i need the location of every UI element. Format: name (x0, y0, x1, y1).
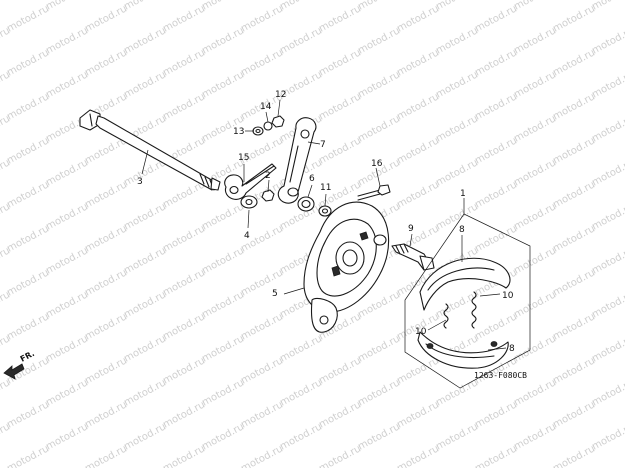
seal-ring (297, 196, 315, 212)
callout-10a: 10 (502, 291, 514, 301)
callout-6: 6 (309, 174, 315, 184)
callout-12: 12 (275, 90, 286, 100)
callout-5: 5 (272, 289, 278, 299)
callout-10b: 10 (415, 327, 427, 337)
callout-2: 2 (265, 171, 271, 181)
callout-labels: 1 2 3 4 5 6 7 8 8 9 10 10 11 12 13 14 15… (137, 90, 515, 354)
brake-panel (303, 201, 390, 333)
front-direction-indicator: FR. (3, 349, 36, 380)
washer (240, 195, 258, 209)
callout-16: 16 (371, 159, 383, 169)
axle-bolt (79, 109, 221, 191)
leader-lines (141, 99, 507, 351)
brake-cam-lever (277, 117, 317, 204)
nut (261, 189, 275, 202)
callout-7: 7 (320, 140, 326, 150)
callout-4: 4 (244, 231, 250, 241)
brake-cam (391, 243, 435, 271)
callout-13: 13 (233, 127, 244, 137)
panel-bolt (357, 184, 391, 201)
callout-11: 11 (320, 183, 331, 193)
small-washer (318, 205, 332, 217)
brake-arm-plate (224, 163, 277, 200)
callout-14: 14 (260, 102, 272, 112)
diagram-code: 1263-F080CB (474, 371, 527, 380)
brake-shoe-assembly (417, 257, 511, 369)
arrow-left-icon (3, 363, 25, 380)
direction-label: FR. (19, 349, 36, 364)
small-bolt-set (252, 115, 285, 136)
callout-15: 15 (238, 153, 249, 163)
callout-8a: 8 (459, 225, 465, 235)
callout-1: 1 (460, 189, 466, 199)
callout-9: 9 (408, 224, 414, 234)
callout-3: 3 (137, 177, 143, 187)
callout-8b: 8 (509, 344, 515, 354)
